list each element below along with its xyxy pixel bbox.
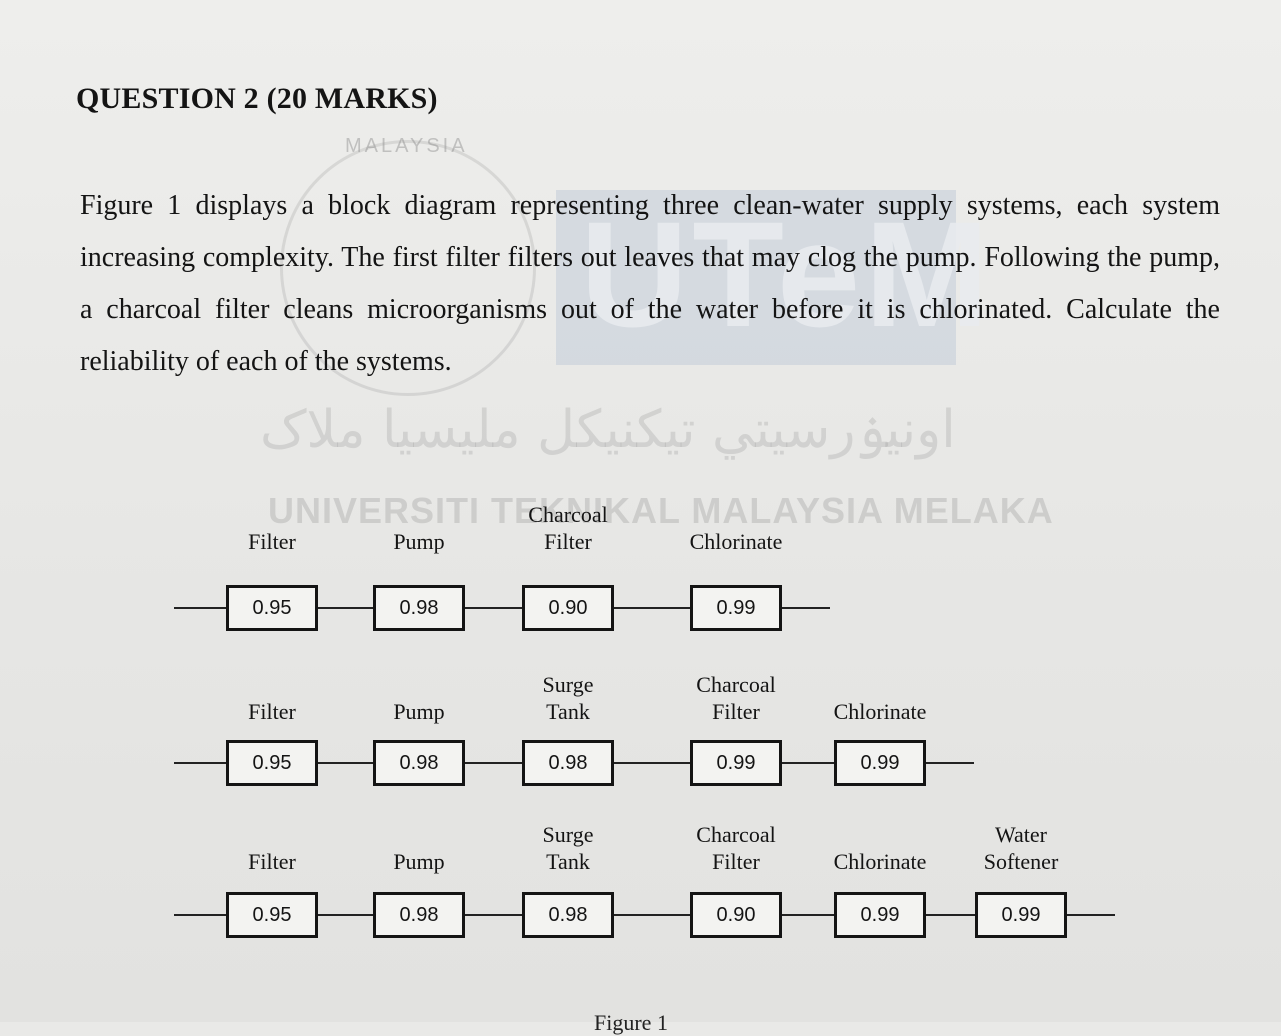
reliability-block: 0.99 — [975, 892, 1067, 938]
connector-line — [782, 762, 834, 764]
component-label: Chlorinate — [689, 529, 783, 554]
reliability-block: 0.90 — [522, 585, 614, 631]
connector-line — [614, 762, 690, 764]
component-label: Filter — [248, 529, 296, 554]
reliability-block: 0.99 — [834, 740, 926, 786]
watermark-jawi-text: اونيۏرسيتي تيکنيکل مليسيا ملاک — [260, 400, 956, 460]
connector-line — [1067, 914, 1115, 916]
connector-line — [318, 914, 373, 916]
component-label: Chlorinate — [833, 849, 927, 874]
connector-line — [782, 914, 834, 916]
question-text: Figure 1 displays a block diagram repres… — [80, 190, 1220, 377]
connector-line — [318, 607, 373, 609]
component-label: Chlorinate — [833, 699, 927, 724]
component-label: Filter — [248, 699, 296, 724]
watermark-logo — [556, 190, 956, 365]
reliability-block: 0.98 — [522, 740, 614, 786]
watermark-logo-text: UTeM — [580, 190, 994, 358]
connector-line — [926, 762, 974, 764]
component-label: Filter — [248, 849, 296, 874]
reliability-block: 0.98 — [373, 740, 465, 786]
component-label: Pump — [393, 849, 445, 874]
reliability-block: 0.99 — [690, 740, 782, 786]
reliability-block: 0.90 — [690, 892, 782, 938]
watermark-university-name: UNIVERSITI TEKNIKAL MALAYSIA MELAKA — [268, 490, 1054, 531]
watermark-seal — [280, 140, 536, 396]
connector-line — [174, 914, 226, 916]
reliability-block: 0.95 — [226, 585, 318, 631]
connector-line — [465, 607, 522, 609]
reliability-block: 0.99 — [690, 585, 782, 631]
watermark-seal-text: MALAYSIA — [345, 135, 468, 157]
connector-line — [614, 607, 690, 609]
reliability-block: 0.99 — [834, 892, 926, 938]
connector-line — [614, 914, 690, 916]
connector-line — [782, 607, 830, 609]
reliability-block: 0.98 — [373, 585, 465, 631]
component-label: Pump — [393, 699, 445, 724]
reliability-block: 0.98 — [373, 892, 465, 938]
connector-line — [174, 762, 226, 764]
reliability-block: 0.98 — [522, 892, 614, 938]
reliability-block: 0.95 — [226, 740, 318, 786]
connector-line — [926, 914, 975, 916]
connector-line — [465, 762, 522, 764]
question-title: QUESTION 2 (20 MARKS) — [76, 82, 438, 115]
connector-line — [318, 762, 373, 764]
reliability-block: 0.95 — [226, 892, 318, 938]
figure-caption: Figure 1 — [594, 1010, 668, 1035]
connector-line — [465, 914, 522, 916]
component-label: Pump — [393, 529, 445, 554]
connector-line — [174, 607, 226, 609]
